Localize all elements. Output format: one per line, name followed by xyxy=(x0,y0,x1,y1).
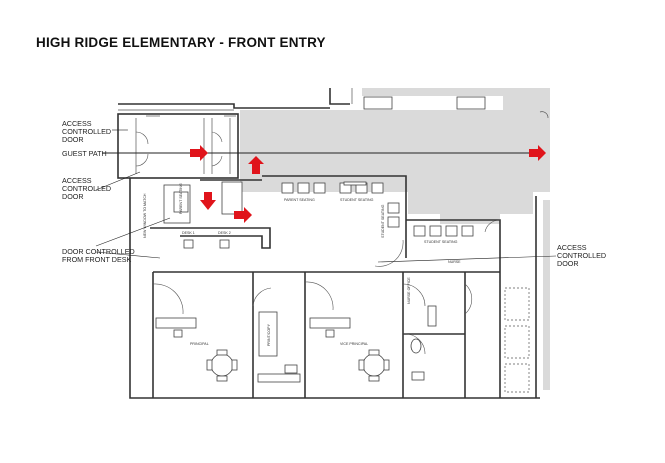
svg-text:ACCESS: ACCESS xyxy=(62,176,92,185)
page-title: HIGH RIDGE ELEMENTARY - FRONT ENTRY xyxy=(36,35,326,50)
svg-text:CONTROLLED: CONTROLLED xyxy=(557,251,606,260)
callout-access-door-3: ACCESS CONTROLLED DOOR xyxy=(557,243,606,268)
room-label-student-seating-side: STUDENT SEATING xyxy=(381,204,385,238)
svg-text:CONTROLLED: CONTROLLED xyxy=(62,184,111,193)
svg-text:ACCESS: ACCESS xyxy=(557,243,587,252)
room-label-student-seating: STUDENT SEATING xyxy=(340,198,374,202)
room-label-vertical-note: NEW WINDOW TO MATCH xyxy=(143,193,147,238)
right-fixtures xyxy=(504,287,530,393)
room-label-parent-seating-side: PARENT SEATING xyxy=(179,183,183,214)
callout-leaders xyxy=(95,129,557,263)
room-labels: PARENT SEATING STUDENT SEATING STUDENT S… xyxy=(143,183,461,346)
arrow-right-icon xyxy=(190,145,208,161)
svg-text:FROM FRONT DESK: FROM FRONT DESK xyxy=(62,255,132,264)
upper-walls xyxy=(118,88,549,119)
svg-text:DOOR CONTROLLED: DOOR CONTROLLED xyxy=(62,247,135,256)
office-furniture xyxy=(155,305,437,383)
arrow-right-icon xyxy=(529,145,546,161)
callout-guest-path: GUEST PATH xyxy=(62,149,107,158)
svg-text:DOOR: DOOR xyxy=(62,135,84,144)
room-label-student-seating: STUDENT SEATING xyxy=(424,240,458,244)
room-label-nurse: NURSE xyxy=(448,260,461,264)
office-walls xyxy=(129,175,540,399)
svg-text:DOOR: DOOR xyxy=(557,259,579,268)
reception-desk xyxy=(150,181,271,249)
arrow-up-icon xyxy=(248,156,264,174)
room-label-desk-2: DESK 2 xyxy=(218,231,231,235)
guest-path-arrows xyxy=(190,145,546,223)
callout-access-door-2: ACCESS CONTROLLED DOOR xyxy=(62,176,111,201)
arrow-down-icon xyxy=(200,192,216,210)
callout-access-door-1: ACCESS CONTROLLED DOOR xyxy=(62,119,111,144)
vestibule xyxy=(117,113,239,179)
room-label-nurse-office: NURSE OFFICE xyxy=(407,277,411,304)
callout-front-desk-door: DOOR CONTROLLED FROM FRONT DESK xyxy=(62,247,135,264)
room-label-parent-seating: PARENT SEATING xyxy=(284,198,315,202)
svg-text:ACCESS: ACCESS xyxy=(62,119,92,128)
svg-text:CONTROLLED: CONTROLLED xyxy=(62,127,111,136)
arrow-right-icon xyxy=(234,207,252,223)
svg-text:DOOR: DOOR xyxy=(62,192,84,201)
room-label-workroom: PRINT/COPY xyxy=(267,323,271,346)
room-label-vice-principal: VICE PRINCIPAL xyxy=(340,342,368,346)
interior-doors xyxy=(152,219,501,355)
seating xyxy=(183,181,474,249)
room-label-principal: PRINCIPAL xyxy=(190,342,209,346)
room-label-desk-1: DESK 1 xyxy=(182,231,195,235)
corridor-shading xyxy=(240,88,550,390)
